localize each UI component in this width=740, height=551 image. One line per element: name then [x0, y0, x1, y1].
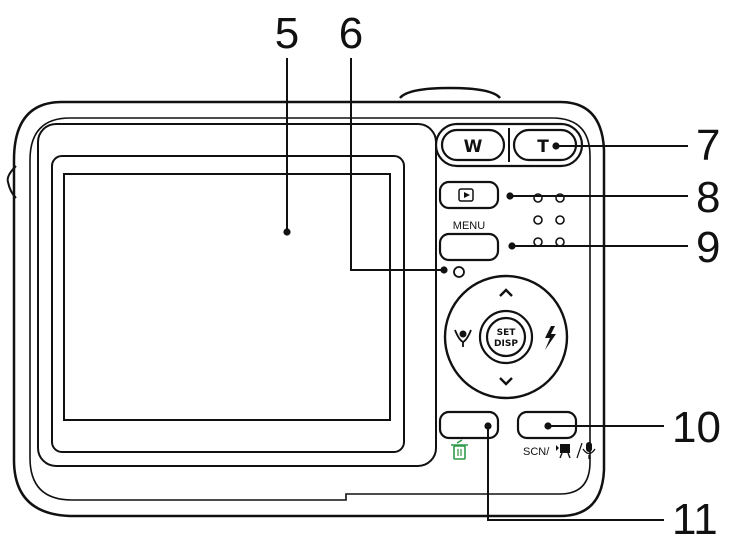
playback-button[interactable]: [438, 180, 500, 210]
camera-top-bump: [399, 86, 501, 99]
leader-dot-8: [506, 192, 514, 200]
leader-line-11: [487, 426, 664, 521]
lcd-bezel: [37, 123, 437, 467]
delete-button-group: [438, 410, 500, 460]
camera-body: [6, 86, 606, 518]
zoom-wide-label: W: [464, 137, 483, 157]
camera-inner-outline: [29, 117, 591, 501]
status-led: [453, 266, 465, 278]
callout-11: 11: [672, 495, 718, 544]
leader-dot-9: [508, 242, 516, 250]
menu-button-group: MENU: [438, 220, 500, 262]
nav-pad-outer-ring[interactable]: [443, 274, 569, 400]
callout-7: 7: [696, 121, 720, 170]
speaker-grille: [533, 193, 565, 247]
callout-8: 8: [696, 173, 720, 222]
nav-pad-inner-ring: [478, 309, 534, 365]
leader-line-6: [350, 58, 444, 271]
speaker-hole: [533, 193, 543, 203]
strap-lug: [6, 165, 17, 199]
chevron-up-icon: [499, 288, 513, 297]
callout-10: 10: [672, 403, 721, 452]
zoom-tele-label: T: [537, 137, 549, 157]
leader-dot-5: [283, 228, 291, 236]
flash-icon: [545, 326, 556, 350]
trash-icon: [451, 439, 468, 460]
callouts: 5 6 7 8 9 10 11: [275, 9, 721, 544]
speaker-hole: [555, 237, 565, 247]
set-label: SET: [497, 328, 517, 338]
disp-label: DISP: [494, 339, 518, 349]
lcd-screen: [37, 123, 437, 467]
camera-outer-outline: [12, 100, 606, 518]
speaker-hole: [533, 215, 543, 225]
chevron-down-icon: [499, 377, 513, 386]
leader-dot-11: [484, 422, 492, 430]
menu-label: MENU: [453, 220, 485, 232]
delete-button[interactable]: [438, 410, 500, 440]
leader-dot-7: [552, 142, 560, 150]
scene-label: SCN/: [523, 446, 550, 458]
leader-dot-6: [440, 266, 448, 274]
callout-5: 5: [275, 9, 299, 58]
scene-button-group: SCN/: [516, 410, 596, 459]
callout-6: 6: [339, 9, 363, 58]
lcd-frame: [51, 155, 405, 453]
speaker-hole: [555, 193, 565, 203]
playback-icon: [458, 188, 474, 202]
macro-flower-icon: [454, 329, 472, 347]
callout-9: 9: [696, 223, 720, 272]
movie-camera-icon: [556, 444, 571, 459]
playback-button-group: [438, 180, 500, 210]
zoom-wide-button[interactable]: [440, 128, 506, 162]
lcd-display: [63, 173, 391, 421]
navigation-pad: SET DISP: [443, 274, 569, 400]
set-disp-button[interactable]: [485, 316, 527, 358]
speaker-hole: [533, 237, 543, 247]
microphone-icon: [582, 442, 596, 459]
menu-button[interactable]: [438, 232, 500, 262]
speaker-hole: [555, 215, 565, 225]
leader-dot-10: [544, 422, 552, 430]
separator-slash: [576, 442, 583, 459]
